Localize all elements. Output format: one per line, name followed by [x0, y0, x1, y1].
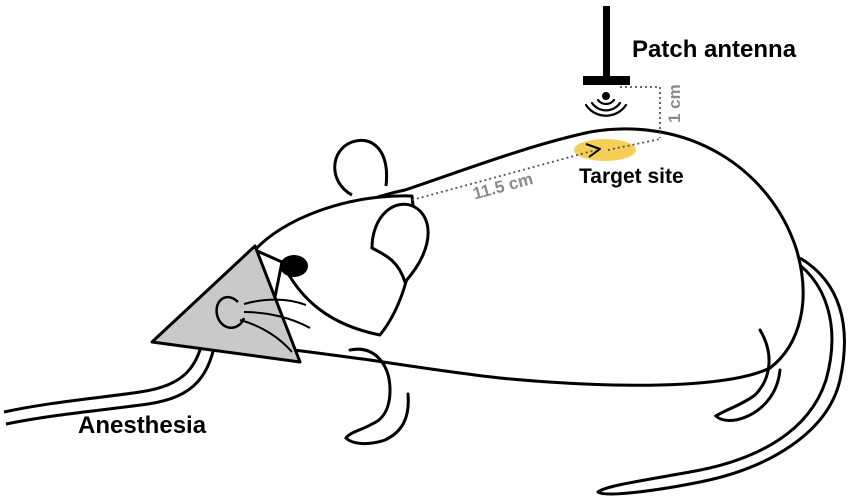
anesthesia-tube	[3, 329, 207, 414]
patch-antenna-label: Patch antenna	[632, 36, 797, 63]
mouse-back-ear	[333, 138, 389, 197]
target-dotted-extension	[607, 138, 661, 151]
mouse-whiskers	[239, 298, 311, 353]
distance-arrowhead	[585, 143, 601, 158]
mouse-snout	[215, 295, 246, 329]
anesthesia-label: Anesthesia	[78, 412, 207, 439]
signal-icon	[584, 92, 628, 117]
mouse-front-leg	[344, 347, 410, 446]
height-label: 1 cm	[665, 84, 684, 123]
antenna-plate	[583, 76, 630, 85]
anesthesia-tube-inner	[5, 332, 219, 426]
mouse-eye	[280, 255, 308, 277]
anesthesia-mask	[150, 244, 302, 364]
target-site-label: Target site	[579, 165, 684, 188]
height-measure-line	[620, 86, 661, 138]
antenna-stick	[603, 6, 610, 79]
distance-measure-line	[411, 149, 597, 201]
mouse-hind-leg	[713, 328, 782, 422]
mouse-tail	[596, 253, 846, 496]
target-site-marker	[574, 139, 636, 161]
mouse-front-ear	[370, 202, 430, 285]
